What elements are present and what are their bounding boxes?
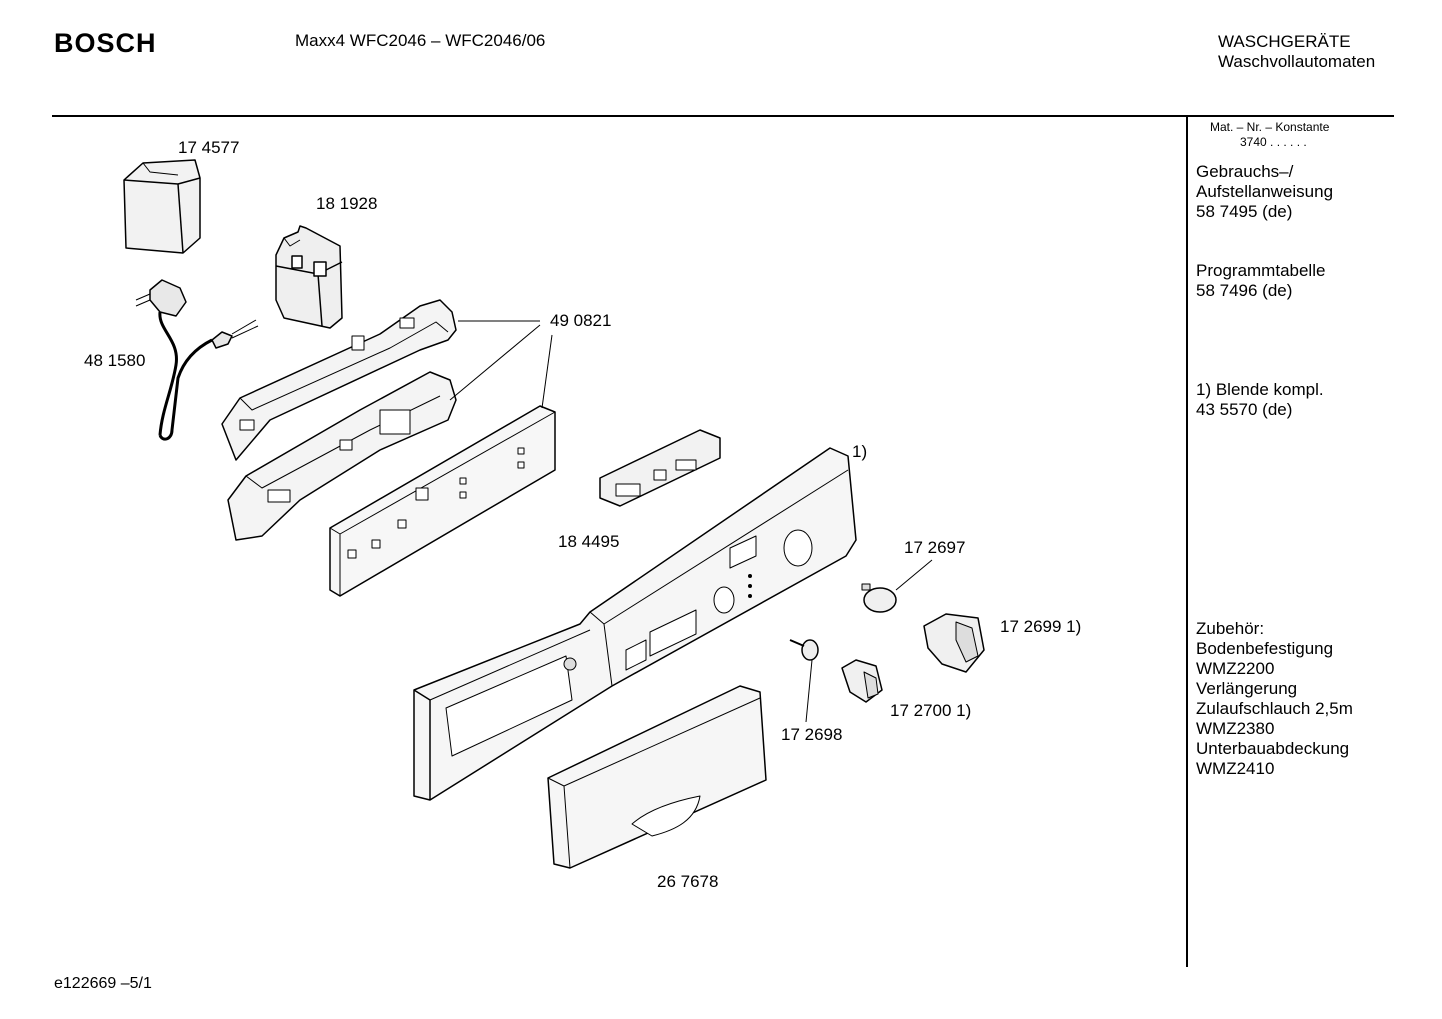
program-table-block: Programmtabelle 58 7496 (de) <box>1196 261 1325 301</box>
circuit-board-part <box>329 405 556 597</box>
module-housing-lower-part <box>227 371 457 541</box>
module-housing-upper-part <box>221 299 457 461</box>
exploded-parts-diagram: 17 4577 18 1928 49 0821 48 1580 1) 18 44… <box>84 138 1081 891</box>
label-490821: 49 0821 <box>550 311 611 330</box>
label-172698: 17 2698 <box>781 725 842 744</box>
sidebar: Mat. – Nr. – Konstante 3740 . . . . . . … <box>1196 120 1396 778</box>
accessories-block: Zubehör: Bodenbefestigung WMZ2200 Verlän… <box>1196 619 1353 779</box>
accessory-line: Bodenbefestigung <box>1196 639 1334 658</box>
manual-line: Gebrauchs–/ <box>1196 162 1294 181</box>
manual-line: Aufstellanweisung <box>1196 182 1334 201</box>
accessory-line: WMZ2200 <box>1196 659 1275 678</box>
power-cable-part <box>135 279 259 441</box>
small-knob-part <box>841 659 883 703</box>
label-174577: 17 4577 <box>178 138 239 157</box>
label-panel-note: 1) <box>852 442 867 461</box>
label-184495: 18 4495 <box>558 532 619 551</box>
mat-value: 3740 . . . . . . <box>1240 135 1307 149</box>
mat-header: Mat. – Nr. – Konstante <box>1210 120 1330 134</box>
label-172699: 17 2699 1) <box>1000 617 1081 636</box>
cover-cap-part <box>123 159 201 254</box>
label-172697: 17 2697 <box>904 538 965 557</box>
accessory-line: Verlängerung <box>1196 679 1298 698</box>
header-rule <box>52 115 1394 117</box>
program-line: 58 7496 (de) <box>1196 281 1293 300</box>
control-panel-part <box>413 447 857 801</box>
label-172700: 17 2700 1) <box>890 701 971 720</box>
manual-line: 58 7495 (de) <box>1196 202 1293 221</box>
model-title: Maxx4 WFC2046 – WFC2046/06 <box>295 31 546 50</box>
panel-line: 1) Blende kompl. <box>1196 380 1324 399</box>
panel-line: 43 5570 (de) <box>1196 400 1293 419</box>
document-code: e122669 –5/1 <box>54 975 152 992</box>
spring-pin-part <box>789 639 819 723</box>
brand-logo: BOSCH <box>54 28 157 58</box>
panel-block: 1) Blende kompl. 43 5570 (de) <box>1196 380 1324 420</box>
label-267678: 26 7678 <box>657 872 718 891</box>
category-line-2: Waschvollautomaten <box>1218 52 1376 71</box>
label-481580: 48 1580 <box>84 351 145 370</box>
display-board-part <box>599 429 721 507</box>
filter-part <box>275 225 343 329</box>
programme-knob-part <box>923 613 985 673</box>
label-181928: 18 1928 <box>316 194 377 213</box>
drawer-front-part <box>547 685 767 869</box>
sidebar-divider <box>1186 117 1188 967</box>
category: WASCHGERÄTE Waschvollautomaten <box>1218 32 1375 72</box>
accessory-line: Zulaufschlauch 2,5m <box>1196 699 1353 718</box>
accessory-line: WMZ2410 <box>1196 759 1275 778</box>
program-line: Programmtabelle <box>1196 261 1326 280</box>
accessory-line: WMZ2380 <box>1196 719 1275 738</box>
knob-insert-part <box>861 559 933 613</box>
leader-lines-490821 <box>449 320 553 409</box>
category-line-1: WASCHGERÄTE <box>1218 32 1351 51</box>
accessory-line: Unterbauabdeckung <box>1196 739 1350 758</box>
manual-block: Gebrauchs–/ Aufstellanweisung 58 7495 (d… <box>1196 162 1333 222</box>
accessory-line: Zubehör: <box>1196 619 1265 638</box>
